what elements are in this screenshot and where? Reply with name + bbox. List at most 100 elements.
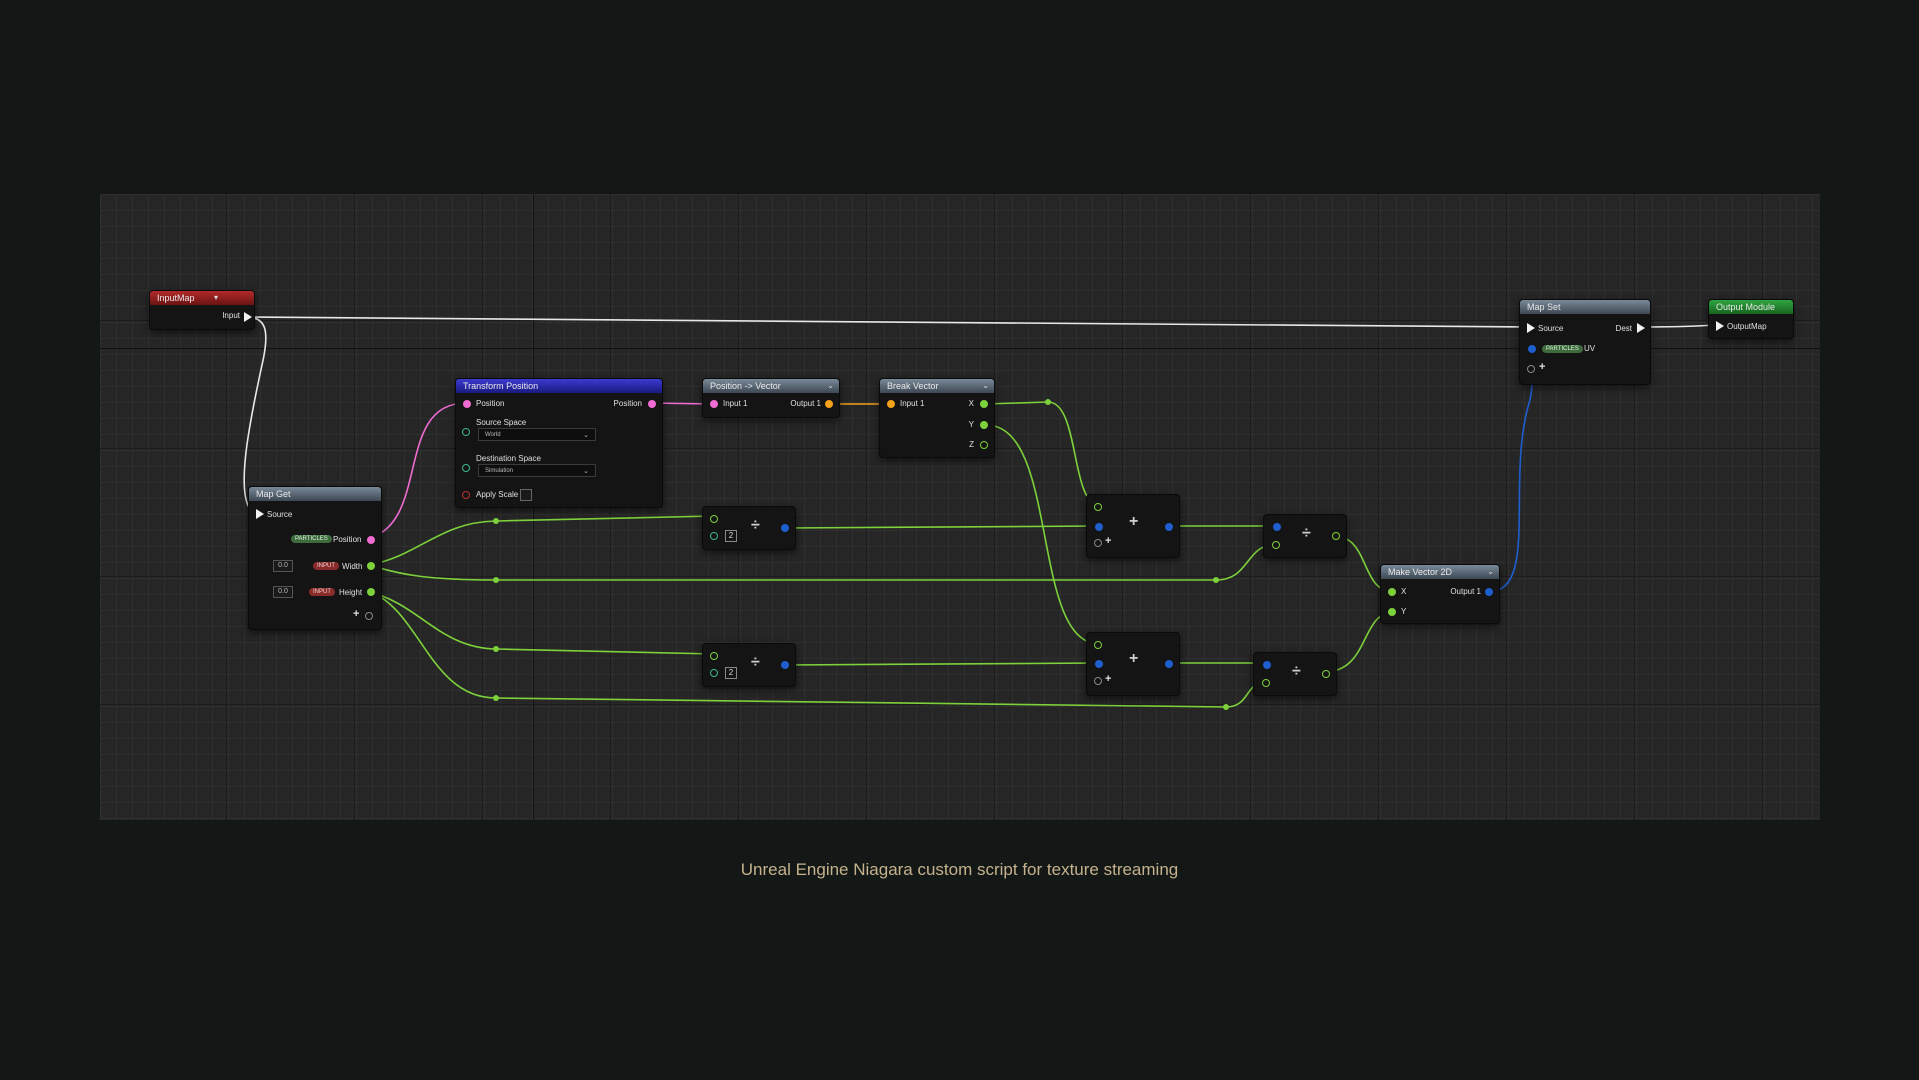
map-get-title: Map Get <box>256 489 291 499</box>
input-pin-a[interactable] <box>1263 661 1271 669</box>
add-pin-icon[interactable]: + <box>1105 535 1112 547</box>
exec-input-pin[interactable] <box>256 509 264 519</box>
map-get-header[interactable]: Map Get <box>249 487 381 501</box>
height-default-value[interactable]: 0.0 <box>273 586 293 598</box>
add-node-top[interactable]: + + <box>1086 494 1180 558</box>
output-pin[interactable] <box>1165 660 1173 668</box>
apply-scale-checkbox[interactable] <box>520 489 532 501</box>
graph-canvas[interactable] <box>100 194 1820 820</box>
add-pin-socket[interactable] <box>1094 677 1102 685</box>
break-vector-header[interactable]: Break Vector ⌄ <box>880 379 994 393</box>
destination-space-dropdown[interactable]: Simulation ⌄ <box>478 464 596 477</box>
break-vector-z-label: Z <box>969 440 974 449</box>
input-pin-b[interactable] <box>710 669 718 677</box>
x-input-pin[interactable] <box>1388 588 1396 596</box>
divisor-value[interactable]: 2 <box>725 530 737 542</box>
plus-icon: + <box>1129 513 1139 530</box>
divide-node-top[interactable]: 2 ÷ <box>702 506 796 550</box>
output-pin[interactable] <box>1322 670 1330 678</box>
divide-icon: ÷ <box>751 654 760 671</box>
output-module-title: Output Module <box>1716 302 1776 312</box>
input-pin-b[interactable] <box>710 532 718 540</box>
break-vector-input-label: Input 1 <box>900 399 925 408</box>
input-pin-a[interactable] <box>1094 503 1102 511</box>
source-space-dropdown[interactable]: World ⌄ <box>478 428 596 441</box>
divide-node-bottom[interactable]: 2 ÷ <box>702 643 796 687</box>
make-vector-2d-title: Make Vector 2D <box>1388 567 1453 577</box>
make-vector-2d-output-label: Output 1 <box>1450 587 1481 596</box>
apply-scale-pin[interactable] <box>462 491 470 499</box>
input-pin-b[interactable] <box>1262 679 1270 687</box>
width-default-value[interactable]: 0.0 <box>273 560 293 572</box>
chevron-down-icon[interactable]: ⌄ <box>827 381 834 390</box>
output-map-label: OutputMap <box>1727 322 1767 331</box>
output-pin[interactable] <box>825 400 833 408</box>
position-input-pin[interactable] <box>463 400 471 408</box>
source-space-pin[interactable] <box>462 428 470 436</box>
input-pin[interactable] <box>887 400 895 408</box>
position-output-pin[interactable] <box>367 536 375 544</box>
output-pin[interactable] <box>1165 523 1173 531</box>
position-to-vector-header[interactable]: Position -> Vector ⌄ <box>703 379 839 393</box>
transform-position-out-label: Position <box>613 399 642 408</box>
input-pin-b[interactable] <box>1095 523 1103 531</box>
chevron-down-icon[interactable]: ▾ <box>213 293 218 302</box>
output-module-header[interactable]: Output Module <box>1709 300 1793 314</box>
add-pin-socket[interactable] <box>1527 365 1535 373</box>
chevron-down-icon[interactable]: ⌄ <box>1487 567 1494 576</box>
exec-output-pin[interactable] <box>244 312 252 322</box>
y-input-pin[interactable] <box>1388 608 1396 616</box>
add-pin-icon[interactable]: + <box>1105 673 1112 685</box>
input-pin-a[interactable] <box>710 515 718 523</box>
position-to-vector-node[interactable]: Position -> Vector ⌄ Input 1 Output 1 <box>702 378 840 418</box>
chevron-down-icon[interactable]: ⌄ <box>982 381 989 390</box>
input-pin-b[interactable] <box>1272 541 1280 549</box>
input-pin[interactable] <box>710 400 718 408</box>
input-map-header[interactable]: InputMap ▾ <box>150 291 254 305</box>
divisor-value[interactable]: 2 <box>725 667 737 679</box>
input-pin-b[interactable] <box>1095 660 1103 668</box>
height-output-pin[interactable] <box>367 588 375 596</box>
divide-icon: ÷ <box>751 517 760 534</box>
transform-position-in-label: Position <box>476 399 505 408</box>
destination-space-label: Destination Space <box>476 454 541 463</box>
add-node-bottom[interactable]: + + <box>1086 632 1180 696</box>
divide-node-right-bottom[interactable]: ÷ <box>1253 652 1337 696</box>
add-pin-socket[interactable] <box>1094 539 1102 547</box>
map-set-header[interactable]: Map Set <box>1520 300 1650 314</box>
break-vector-node[interactable]: Break Vector ⌄ Input 1 X Y Z <box>879 378 995 458</box>
exec-input-pin[interactable] <box>1527 323 1535 333</box>
input-pin-a[interactable] <box>1273 523 1281 531</box>
input-map-pin-label: Input <box>222 311 240 320</box>
exec-input-pin[interactable] <box>1716 321 1724 331</box>
add-pin-socket[interactable] <box>365 612 373 620</box>
output-pin[interactable] <box>781 524 789 532</box>
position-output-pin[interactable] <box>648 400 656 408</box>
map-set-node[interactable]: Map Set Source Dest PARTICLES UV + <box>1519 299 1651 385</box>
add-pin-icon[interactable]: + <box>353 608 360 620</box>
output-module-node[interactable]: Output Module OutputMap <box>1708 299 1794 339</box>
y-output-pin[interactable] <box>980 421 988 429</box>
make-vector-2d-x-label: X <box>1401 587 1407 596</box>
add-pin-icon[interactable]: + <box>1539 361 1546 373</box>
x-output-pin[interactable] <box>980 400 988 408</box>
transform-position-node[interactable]: Transform Position Position Position Sou… <box>455 378 663 508</box>
map-get-node[interactable]: Map Get Source PARTICLES Position 0.0 IN… <box>248 486 382 630</box>
make-vector-2d-header[interactable]: Make Vector 2D ⌄ <box>1381 565 1499 579</box>
divide-node-right-top[interactable]: ÷ <box>1263 514 1347 558</box>
destination-space-pin[interactable] <box>462 464 470 472</box>
output-pin[interactable] <box>1332 532 1340 540</box>
output-pin[interactable] <box>781 661 789 669</box>
input-pin-a[interactable] <box>710 652 718 660</box>
output-pin[interactable] <box>1485 588 1493 596</box>
width-output-pin[interactable] <box>367 562 375 570</box>
particles-namespace-tag: PARTICLES <box>1542 345 1583 353</box>
map-get-position-label: Position <box>333 535 362 544</box>
exec-output-pin[interactable] <box>1637 323 1645 333</box>
input-map-node[interactable]: InputMap ▾ Input <box>149 290 255 330</box>
make-vector-2d-node[interactable]: Make Vector 2D ⌄ X Output 1 Y <box>1380 564 1500 624</box>
input-pin-a[interactable] <box>1094 641 1102 649</box>
transform-position-header[interactable]: Transform Position <box>456 379 662 393</box>
uv-input-pin[interactable] <box>1528 345 1536 353</box>
z-output-pin[interactable] <box>980 441 988 449</box>
